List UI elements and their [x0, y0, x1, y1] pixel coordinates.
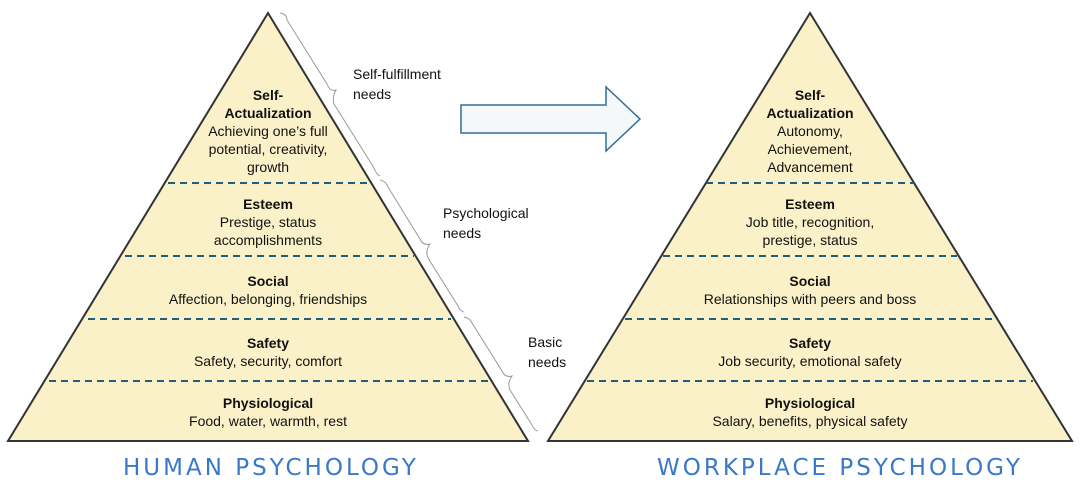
level-description: Autonomy, Achievement, Advancement [767, 123, 853, 175]
level-description: Affection, belonging, friendships [168, 291, 368, 307]
level-description: Prestige, status accomplishments [213, 214, 323, 248]
left-pyramid-dividers [49, 182, 489, 382]
needs-label-basic: Basic needs [528, 334, 567, 370]
needs-label-self-fulfillment: Self-fulfillment needs [353, 66, 441, 102]
left-level-self-actualization: Self- Actualization Achieving one’s full… [173, 86, 363, 176]
left-level-esteem: Esteem Prestige, status accomplishments [173, 195, 363, 249]
right-arrow-icon [460, 85, 642, 153]
level-description: Food, water, warmth, rest [189, 413, 347, 429]
right-level-physiological: Physiological Salary, benefits, physical… [650, 394, 970, 430]
level-title: Safety [788, 335, 832, 351]
level-description: Job title, recognition, prestige, status [745, 214, 875, 248]
brace-basic [463, 316, 539, 432]
level-title: Esteem [243, 196, 293, 212]
level-title: Social [789, 273, 831, 289]
brace-self-fulfillment [279, 12, 381, 177]
level-title: Self- Actualization [224, 87, 312, 121]
level-description: Job security, emotional safety [718, 353, 902, 369]
right-pyramid-dividers [587, 182, 1033, 382]
level-title: Physiological [222, 395, 314, 411]
level-title: Physiological [764, 395, 856, 411]
right-pyramid-shape [546, 11, 1074, 442]
level-description: Safety, security, comfort [193, 353, 343, 369]
level-description: Relationships with peers and boss [703, 291, 917, 307]
left-level-social: Social Affection, belonging, friendships [118, 272, 418, 308]
level-description: Salary, benefits, physical safety [712, 413, 908, 429]
level-title: Safety [246, 335, 290, 351]
left-level-physiological: Physiological Food, water, warmth, rest [118, 394, 418, 430]
level-title: Self- Actualization [766, 87, 854, 121]
left-level-safety: Safety Safety, security, comfort [118, 334, 418, 370]
left-pyramid-shape [6, 11, 530, 442]
needs-label-psychological: Psychological needs [443, 205, 529, 241]
right-level-esteem: Esteem Job title, recognition, prestige,… [690, 195, 930, 249]
caption-human-psychology: HUMAN PSYCHOLOGY [123, 455, 419, 481]
brace-psychological [379, 179, 465, 313]
needs-braces [279, 12, 539, 432]
level-title: Esteem [785, 196, 835, 212]
right-level-social: Social Relationships with peers and boss [650, 272, 970, 308]
right-level-safety: Safety Job security, emotional safety [650, 334, 970, 370]
level-title: Social [247, 273, 289, 289]
level-description: Achieving one’s full potential, creativi… [208, 123, 328, 175]
right-level-self-actualization: Self- Actualization Autonomy, Achievemen… [715, 86, 905, 176]
caption-workplace-psychology: WORKPLACE PSYCHOLOGY [657, 455, 1023, 481]
